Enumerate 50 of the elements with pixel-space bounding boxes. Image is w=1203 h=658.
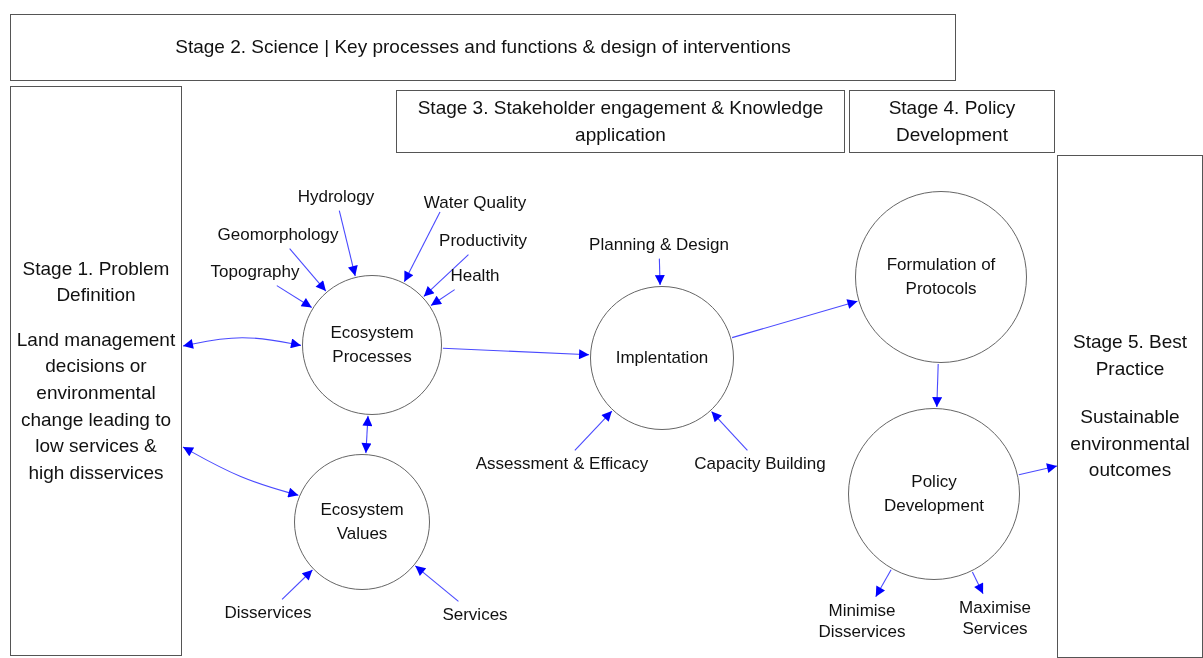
arrow <box>423 254 469 297</box>
stage-heading: Stage 1. Problem Definition <box>21 256 171 308</box>
arrow <box>654 258 665 286</box>
factor-label: Minimise Disservices <box>812 599 912 643</box>
factor-label: Geomorphology <box>217 224 339 246</box>
stage-box <box>10 14 956 81</box>
factor-label: Services <box>442 604 508 626</box>
stage-description: Land management decisions or environmental change leading to low services & high disservices <box>15 327 177 485</box>
stage-box <box>849 90 1055 153</box>
factor-label: Topography <box>210 261 300 283</box>
arrow <box>430 289 456 307</box>
stage-heading: Stage 3. Stakeholder engagement & Knowledge application <box>416 95 825 147</box>
arrow <box>1018 463 1058 476</box>
factor-label: Disservices <box>224 602 312 624</box>
stage-heading: Stage 5. Best Practice <box>1071 330 1189 381</box>
circle-label: Policy Development <box>882 471 986 517</box>
factor-label: Productivity <box>439 230 527 252</box>
arrow <box>442 347 590 360</box>
stage-box <box>10 86 182 656</box>
factor-label: Health <box>450 265 500 287</box>
arrow <box>289 248 327 292</box>
arrow <box>361 415 373 454</box>
arrow <box>731 299 858 339</box>
factor-label: Planning & Design <box>589 234 729 256</box>
factor-label: Assessment & Efficacy <box>475 453 649 475</box>
arrow <box>414 565 459 602</box>
factor-label: Maximise Services <box>945 596 1045 640</box>
circle-label: Implentation <box>615 347 709 370</box>
circle-label: Ecosystem Processes <box>329 322 415 368</box>
factor-label: Hydrology <box>297 186 375 208</box>
arrow <box>338 210 358 277</box>
stage-description: Sustainable environmental outcomes <box>1069 405 1191 483</box>
stage-heading: Stage 2. Science | Key processes and functions & design of interventions <box>175 35 791 60</box>
arrow <box>182 446 299 498</box>
arrow <box>711 411 748 451</box>
arrow <box>932 363 943 408</box>
arrow <box>403 211 441 283</box>
stage-box <box>396 90 845 153</box>
arrow <box>875 569 892 598</box>
stage-heading: Stage 4. Policy Development <box>887 95 1017 147</box>
stage-box <box>1057 155 1203 658</box>
arrow <box>182 337 302 349</box>
arrow <box>971 571 984 595</box>
circle-label: Ecosystem Values <box>319 499 405 545</box>
arrow <box>276 285 313 308</box>
factor-label: Water Quality <box>423 192 527 214</box>
arrow <box>574 410 613 451</box>
circle-label: Formulation of Protocols <box>885 254 997 300</box>
factor-label: Capacity Building <box>694 453 826 475</box>
arrow <box>281 569 313 600</box>
